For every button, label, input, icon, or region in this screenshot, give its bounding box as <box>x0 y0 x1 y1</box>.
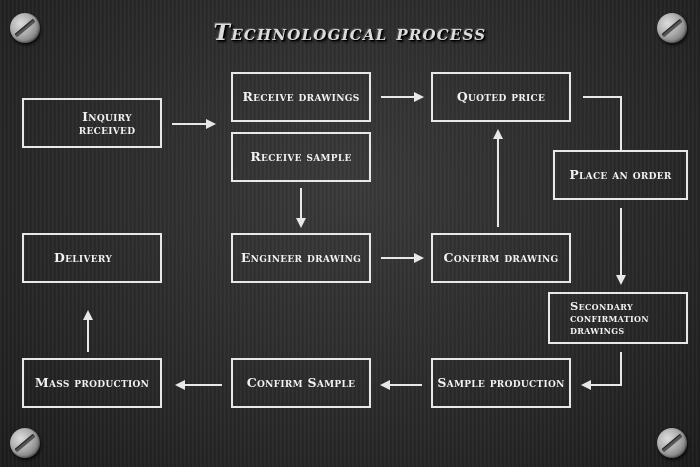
screw-icon-bottom-left <box>10 428 40 458</box>
node-sample-production: Sample production <box>431 358 571 408</box>
node-receive-sample: Receive sample <box>231 132 371 182</box>
arrow-quoted-price-to-place-order <box>583 96 622 150</box>
node-engineer-drawing: Engineer drawing <box>231 233 371 283</box>
screw-icon-top-right <box>657 13 687 43</box>
diagram-title: Technological process <box>213 20 487 46</box>
node-mass-production: Mass production <box>22 358 162 408</box>
node-inquiry-received: Inquiry received <box>22 98 162 148</box>
node-secondary-confirmation-drawings: Secondary confirmation drawings <box>548 292 688 344</box>
node-delivery: Delivery <box>22 233 162 283</box>
node-place-an-order: Place an order <box>553 150 688 200</box>
node-confirm-drawing: Confirm drawing <box>431 233 571 283</box>
screw-icon-top-left <box>10 13 40 43</box>
node-confirm-sample: Confirm Sample <box>231 358 371 408</box>
screw-icon-bottom-right <box>657 428 687 458</box>
arrow-secondary-confirmation-to-sample-production <box>581 352 622 390</box>
node-receive-drawings: Receive drawings <box>231 72 371 122</box>
node-quoted-price: Quoted price <box>431 72 571 122</box>
